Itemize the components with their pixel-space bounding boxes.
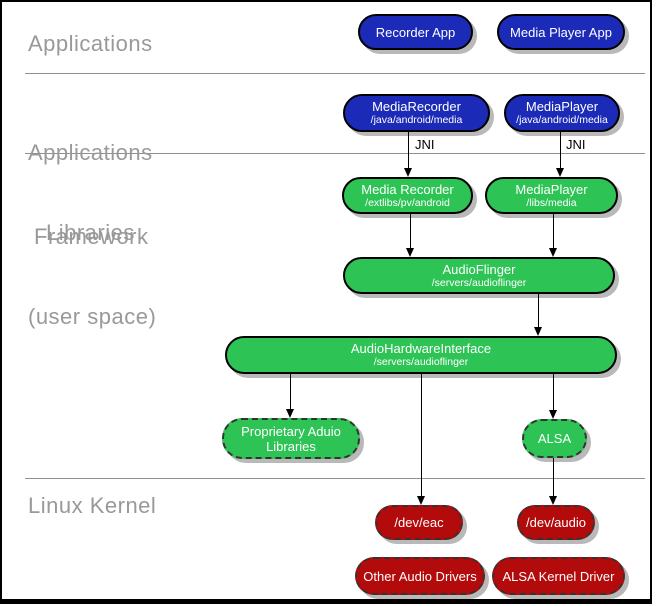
section-label-linux-kernel: Linux Kernel [28, 492, 156, 520]
jni-label-left: JNI [415, 137, 435, 152]
node-title: MediaPlayer [515, 181, 588, 197]
node-audiohardwareinterface: AudioHardwareInterface /servers/audiofli… [225, 336, 617, 374]
node-alsa-kernel-driver: ALSA Kernel Driver [492, 557, 625, 595]
node-title: /dev/eac [394, 515, 444, 530]
section-label-applications: Applications [28, 30, 153, 58]
arrow-down-icon [406, 248, 414, 257]
arrow-down-icon [556, 168, 564, 177]
divider-applications-framework [25, 73, 645, 74]
arrow-down-icon [286, 409, 294, 418]
section-label-text: (user space) [28, 304, 157, 329]
node-title: Media Player App [510, 24, 612, 40]
section-label-text: Libraries [46, 220, 135, 245]
node-title: ALSA Kernel Driver [502, 568, 615, 584]
arrow-down-icon [549, 496, 557, 505]
node-title: Recorder App [375, 24, 456, 40]
arrow-down-icon [417, 496, 425, 505]
node-path: /java/android/media [370, 114, 463, 126]
node-path: /libs/media [526, 196, 577, 209]
node-title: AudioHardwareInterface [350, 341, 492, 356]
edge-mediarecorder-audioflinger [410, 214, 411, 249]
node-title: Proprietary Aduio Libraries [241, 423, 341, 454]
node-title: AudioFlinger [442, 261, 516, 277]
jni-label-right: JNI [566, 137, 586, 152]
edge-ahi-alsa [553, 374, 554, 411]
node-title: Other Audio Drivers [363, 568, 477, 584]
arrow-down-icon [549, 248, 557, 257]
node-proprietary-audio-libraries: Proprietary Aduio Libraries [222, 418, 360, 459]
edge-mediaplayer-audioflinger [553, 214, 554, 249]
node-title: /dev/audio [526, 515, 586, 530]
arrow-down-icon [549, 410, 557, 419]
node-path: /servers/audioflinger [431, 276, 527, 289]
edge-mediarecorder-jni [408, 132, 409, 169]
edge-alsa-dev-audio [553, 458, 554, 497]
section-label-text: Linux Kernel [28, 493, 157, 518]
divider-libraries-kernel [25, 478, 645, 479]
node-media-recorder-lib: Media Recorder /extlibs/pv/android [342, 177, 473, 214]
edge-ahi-proprietary [290, 374, 291, 410]
node-recorder-app: Recorder App [358, 14, 473, 50]
node-other-audio-drivers: Other Audio Drivers [355, 557, 485, 595]
node-path: /extlibs/pv/android [365, 196, 450, 209]
edge-audioflinger-ahi [538, 294, 539, 328]
node-title: Media Recorder [361, 181, 454, 197]
edge-mediaplayer-jni [560, 132, 561, 169]
node-mediaplayer-framework: MediaPlayer /java/android/media [504, 94, 620, 132]
node-title: ALSA [537, 431, 572, 446]
arrow-down-icon [534, 327, 542, 336]
section-label-libraries: Libraries (user space) [28, 163, 156, 359]
node-title: MediaRecorder [372, 99, 461, 114]
node-dev-eac: /dev/eac [375, 505, 463, 540]
section-label-text: Framework [34, 224, 149, 249]
section-label-text: Applications [28, 140, 153, 165]
divider-framework-libraries [25, 153, 645, 154]
node-mediarecorder-framework: MediaRecorder /java/android/media [343, 94, 490, 132]
arrow-down-icon [404, 168, 412, 177]
node-path: /servers/audioflinger [373, 356, 469, 368]
edge-ahi-dev-eac [421, 374, 422, 497]
node-alsa: ALSA [522, 419, 587, 458]
node-audioflinger: AudioFlinger /servers/audioflinger [343, 257, 615, 294]
node-mediaplayer-lib: MediaPlayer /libs/media [485, 177, 618, 214]
node-title: MediaPlayer [525, 99, 599, 114]
node-media-player-app: Media Player App [497, 14, 625, 50]
node-dev-audio: /dev/audio [517, 505, 595, 540]
section-label-framework: Applications Framework [28, 83, 153, 279]
node-path: /java/android/media [516, 114, 608, 126]
section-label-text: Applications [28, 31, 153, 56]
